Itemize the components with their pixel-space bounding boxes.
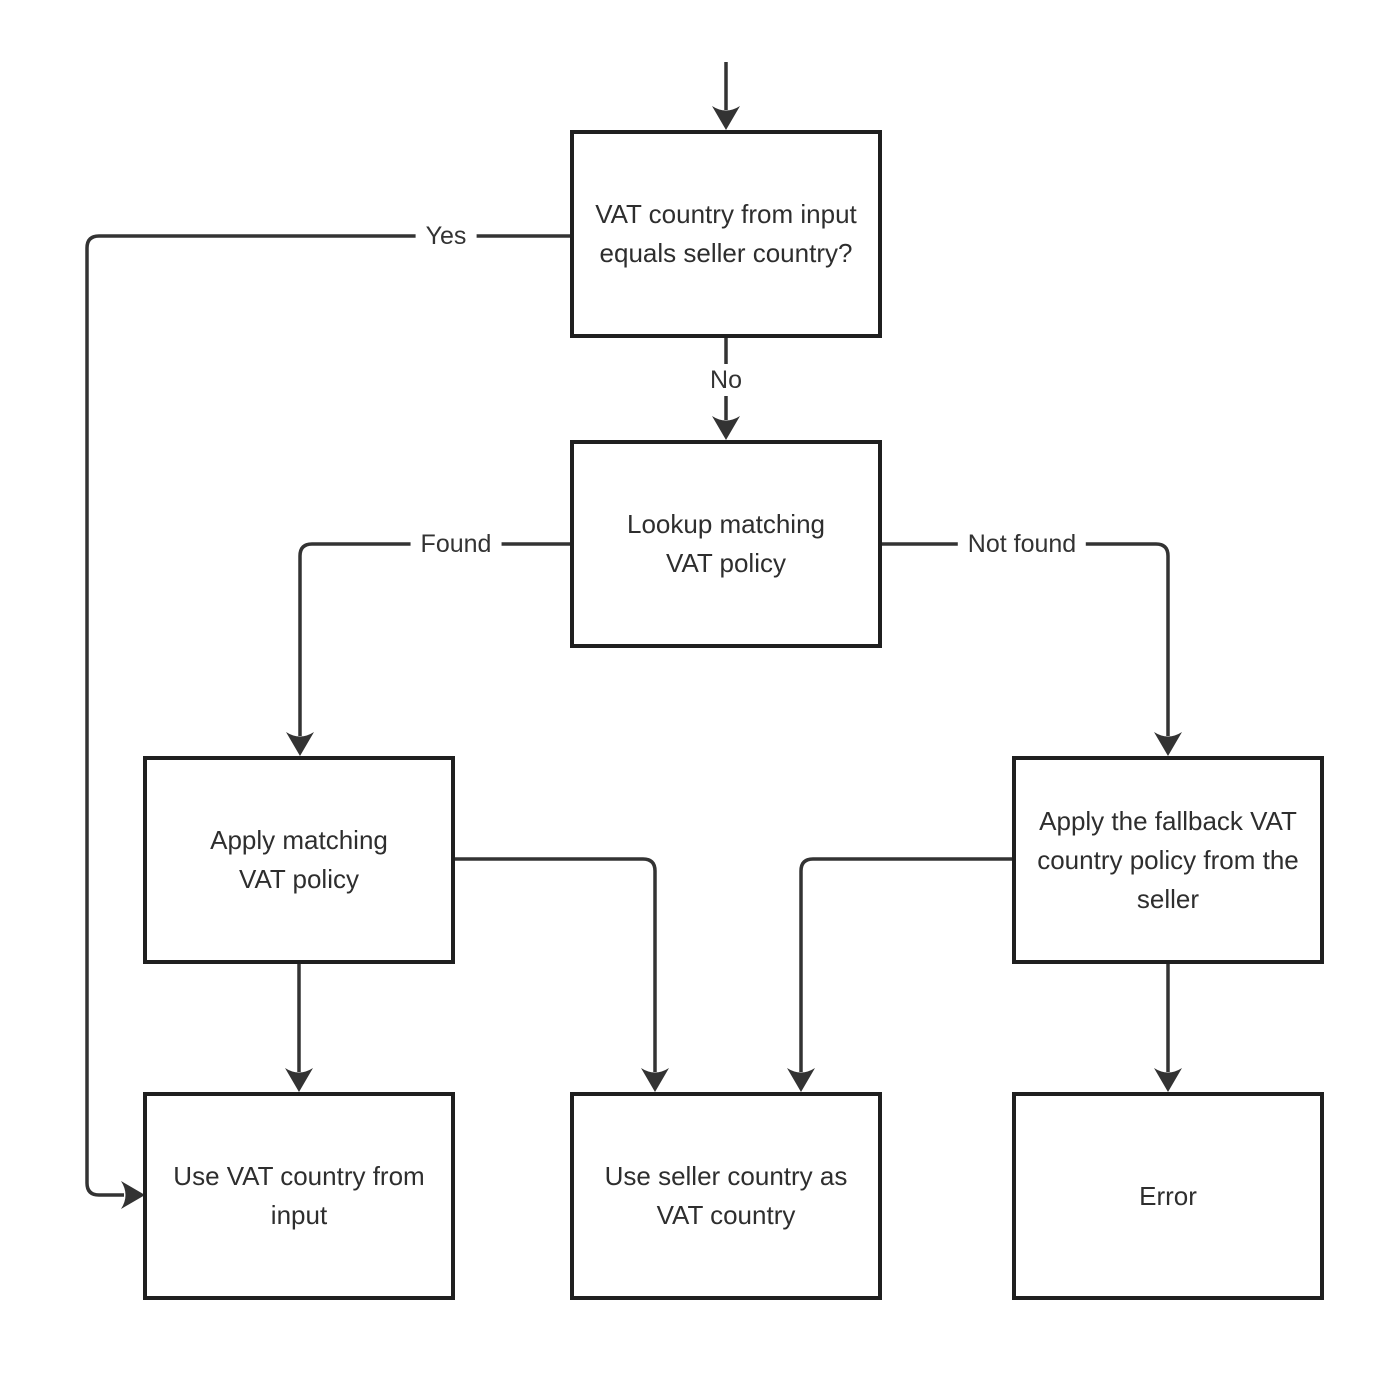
edge-decision-yes-to-use-input — [85, 234, 570, 1209]
edge-label-found: Found — [410, 528, 502, 560]
node-use-seller-country-as-vat-country: Use seller country as VAT country — [570, 1092, 882, 1300]
node-use-seller-label: Use seller country as VAT country — [604, 1161, 848, 1230]
node-apply-matching-vat-policy: Apply matching VAT policy — [143, 756, 455, 964]
node-lookup-label: Lookup matching VAT policy — [626, 509, 826, 578]
node-decision-label: VAT country from input equals seller cou… — [595, 199, 857, 268]
edge-apply-fallback-to-error — [1154, 964, 1182, 1092]
edge-label-no: No — [700, 364, 752, 396]
node-use-vat-country-from-input: Use VAT country from input — [143, 1092, 455, 1300]
edge-lookup-notfound-to-apply-fallback — [882, 542, 1182, 756]
edge-label-yes: Yes — [415, 220, 477, 252]
node-lookup-matching-vat-policy: Lookup matching VAT policy — [570, 440, 882, 648]
edge-apply-matching-to-use-seller — [455, 857, 669, 1092]
edge-apply-fallback-to-use-seller — [787, 857, 1012, 1092]
edge-apply-matching-to-use-input — [285, 964, 313, 1092]
edge-lookup-found-to-apply-matching — [286, 542, 570, 756]
node-apply-matching-label: Apply matching VAT policy — [210, 825, 388, 894]
node-decision-vat-country-equals-seller: VAT country from input equals seller cou… — [570, 130, 882, 338]
edge-start-to-decision — [712, 62, 740, 130]
node-error: Error — [1012, 1092, 1324, 1300]
node-use-input-label: Use VAT country from input — [173, 1161, 425, 1230]
node-error-label: Error — [1139, 1180, 1197, 1211]
node-apply-fallback-label: Apply the fallback VAT country policy fr… — [1037, 805, 1299, 914]
node-apply-fallback-vat-policy: Apply the fallback VAT country policy fr… — [1012, 756, 1324, 964]
edge-label-not-found: Not found — [957, 528, 1087, 560]
